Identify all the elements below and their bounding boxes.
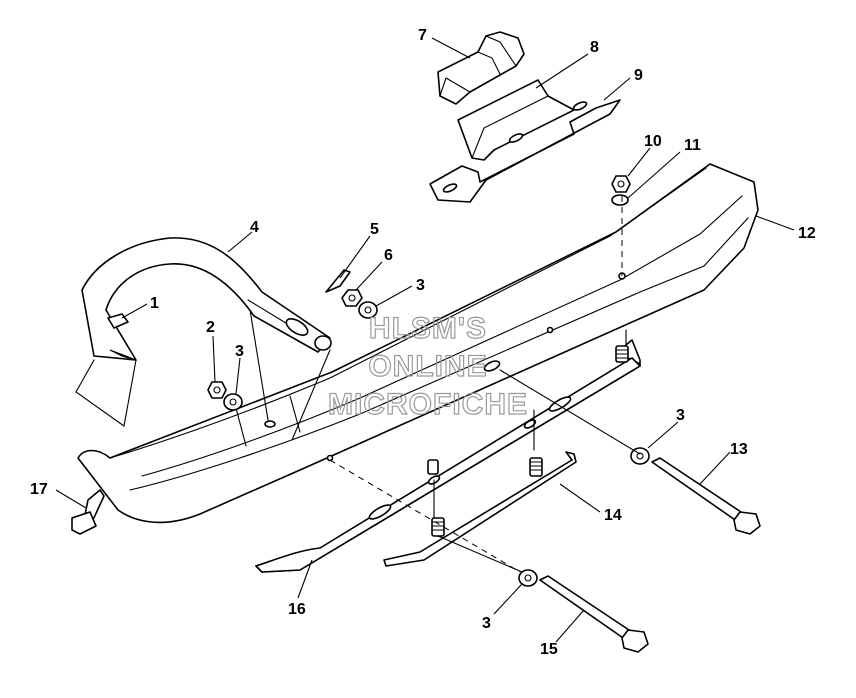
part-10-nut	[611, 175, 631, 193]
part-17-bolt	[71, 489, 105, 535]
callout-5: 5	[370, 221, 379, 238]
callout-1: 1	[150, 295, 159, 312]
callout-4: 4	[250, 219, 259, 236]
callout-15: 15	[540, 641, 558, 658]
part-15-bolt	[539, 575, 649, 653]
part-5-cotter-pin	[325, 269, 351, 293]
part-13-bolt	[651, 457, 761, 535]
part-3-washer-top	[358, 301, 378, 319]
part-4-ski-loop	[81, 237, 332, 361]
callout-9: 9	[634, 67, 643, 84]
callout-labels: 1 2 3 3 3 3 4 5 6 7 8 9 10 11 12 13 14 1…	[30, 27, 816, 658]
part-3-washer-left	[223, 393, 243, 411]
callout-14: 14	[604, 507, 622, 524]
part-3-washer-bottom	[518, 569, 538, 587]
part-7-cushion	[437, 31, 525, 105]
watermark: HLSM'S ONLINE MICROFICHE	[327, 311, 528, 421]
callout-17: 17	[30, 481, 48, 498]
part-3-washer-right	[630, 447, 650, 465]
callout-3: 3	[235, 343, 244, 360]
callout-13: 13	[730, 441, 748, 458]
part-12-ski-body	[77, 163, 759, 524]
part-8-channel-bracket	[457, 79, 575, 161]
part-16-wear-bar	[255, 339, 641, 573]
part-9-saddle-plate	[429, 99, 621, 203]
part-6-nut	[341, 289, 363, 307]
callout-3: 3	[676, 407, 685, 424]
callout-7: 7	[418, 27, 427, 44]
watermark-line-1: HLSM'S	[369, 312, 487, 345]
callout-11: 11	[684, 137, 701, 154]
callout-12: 12	[798, 225, 816, 242]
watermark-line-2: ONLINE	[368, 350, 487, 383]
callout-3: 3	[482, 615, 491, 632]
part-2-nut	[207, 381, 227, 399]
leader-lines	[55, 37, 795, 643]
part-14-carbide-runner	[383, 451, 577, 567]
watermark-line-3: MICROFICHE	[328, 388, 528, 421]
callout-6: 6	[384, 247, 393, 264]
callout-10: 10	[644, 133, 662, 150]
callout-3: 3	[416, 277, 425, 294]
callout-8: 8	[590, 39, 599, 56]
callout-16: 16	[288, 601, 306, 618]
assembly-guide-lines	[75, 196, 641, 573]
part-11-washer	[611, 194, 629, 206]
callout-2: 2	[206, 319, 215, 336]
